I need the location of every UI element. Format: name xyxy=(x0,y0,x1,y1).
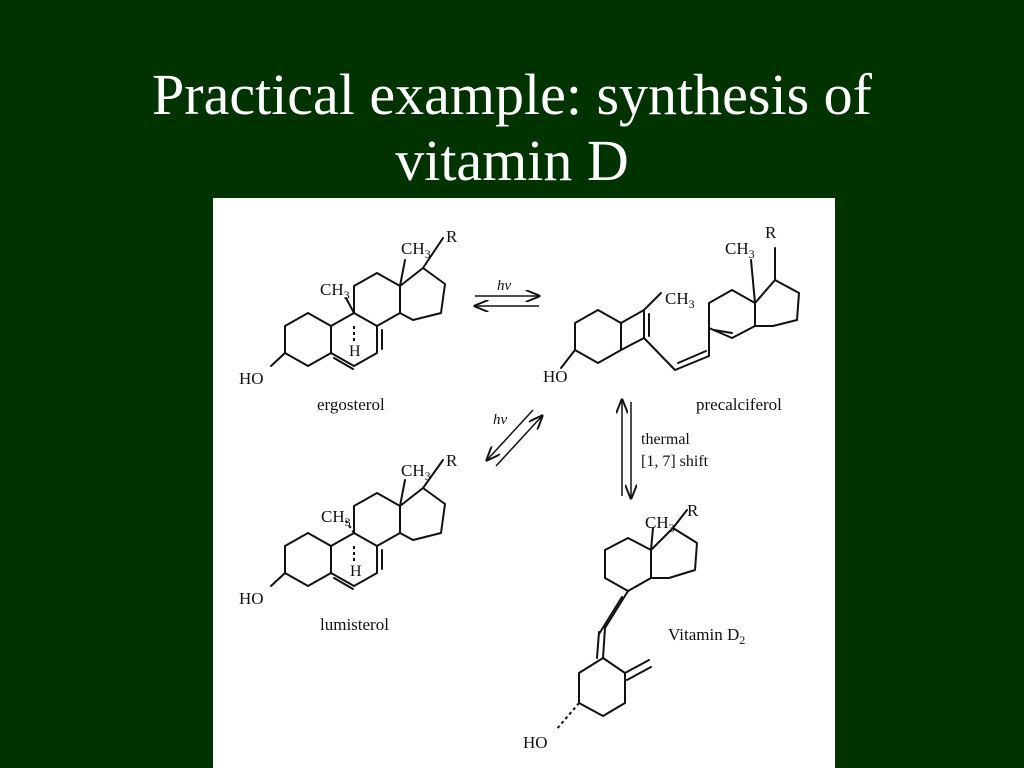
title-line-1: Practical example: synthesis of xyxy=(152,62,872,127)
hv-label-diagonal: hv xyxy=(493,412,508,428)
vitamin-d2-r-label: R xyxy=(687,501,699,520)
ergosterol-h-label: H xyxy=(349,343,361,360)
ergosterol-r-label: R xyxy=(446,227,458,246)
ergosterol-ch3-mid: CH3 xyxy=(320,280,350,302)
shift-label: [1, 7] shift xyxy=(641,453,709,470)
ergosterol-ch3-top: CH3 xyxy=(401,239,431,261)
hv-label-top: hv xyxy=(497,278,512,294)
reaction-scheme: CH3 R CH3 H HO ergosterol hv xyxy=(239,223,800,752)
thermal-shift-arrow: thermal [1, 7] shift xyxy=(622,400,709,498)
hv-arrow-diagonal: hv xyxy=(487,409,542,467)
ergosterol-bonds xyxy=(270,237,446,370)
precalciferol-bonds xyxy=(560,247,800,371)
thermal-label: thermal xyxy=(641,431,690,448)
ergosterol-name: ergosterol xyxy=(317,395,385,414)
lumisterol-ch3-top: CH3 xyxy=(401,461,431,483)
vitamin-d2-ho-label: HO xyxy=(523,733,548,752)
vitamin-d2-structure: CH3 R HO Vitamin D2 xyxy=(523,501,745,752)
precalciferol-r-label: R xyxy=(765,223,777,242)
lumisterol-ch3-mid: CH3 xyxy=(321,507,351,529)
lumisterol-name: lumisterol xyxy=(320,615,389,634)
vitamin-d2-ch3-top: CH3 xyxy=(645,513,675,535)
vitamin-d2-bonds xyxy=(578,509,698,717)
precalciferol-ch3-top: CH3 xyxy=(725,239,755,261)
precalciferol-ch3-mid: CH3 xyxy=(665,289,695,311)
precalciferol-name: precalciferol xyxy=(696,395,782,414)
reaction-scheme-panel: CH3 R CH3 H HO ergosterol hv xyxy=(213,198,835,768)
ergosterol-ho-label: HO xyxy=(239,369,264,388)
lumisterol-h-label: H xyxy=(350,563,362,580)
title-line-2: vitamin D xyxy=(395,128,629,193)
vitamin-d2-name: Vitamin D2 xyxy=(668,625,745,647)
hv-arrow-top: hv xyxy=(475,278,539,306)
lumisterol-bonds xyxy=(270,459,446,590)
precalciferol-structure: CH3 CH3 R HO precalciferol xyxy=(543,223,800,414)
lumisterol-r-label: R xyxy=(446,451,458,470)
lumisterol-ho-label: HO xyxy=(239,589,264,608)
lumisterol-structure: CH3 R CH3 H HO lumisterol xyxy=(239,451,458,634)
slide-title: Practical example: synthesis of vitamin … xyxy=(0,62,1024,194)
ergosterol-structure: CH3 R CH3 H HO ergosterol xyxy=(239,227,458,414)
precalciferol-ho-label: HO xyxy=(543,367,568,386)
